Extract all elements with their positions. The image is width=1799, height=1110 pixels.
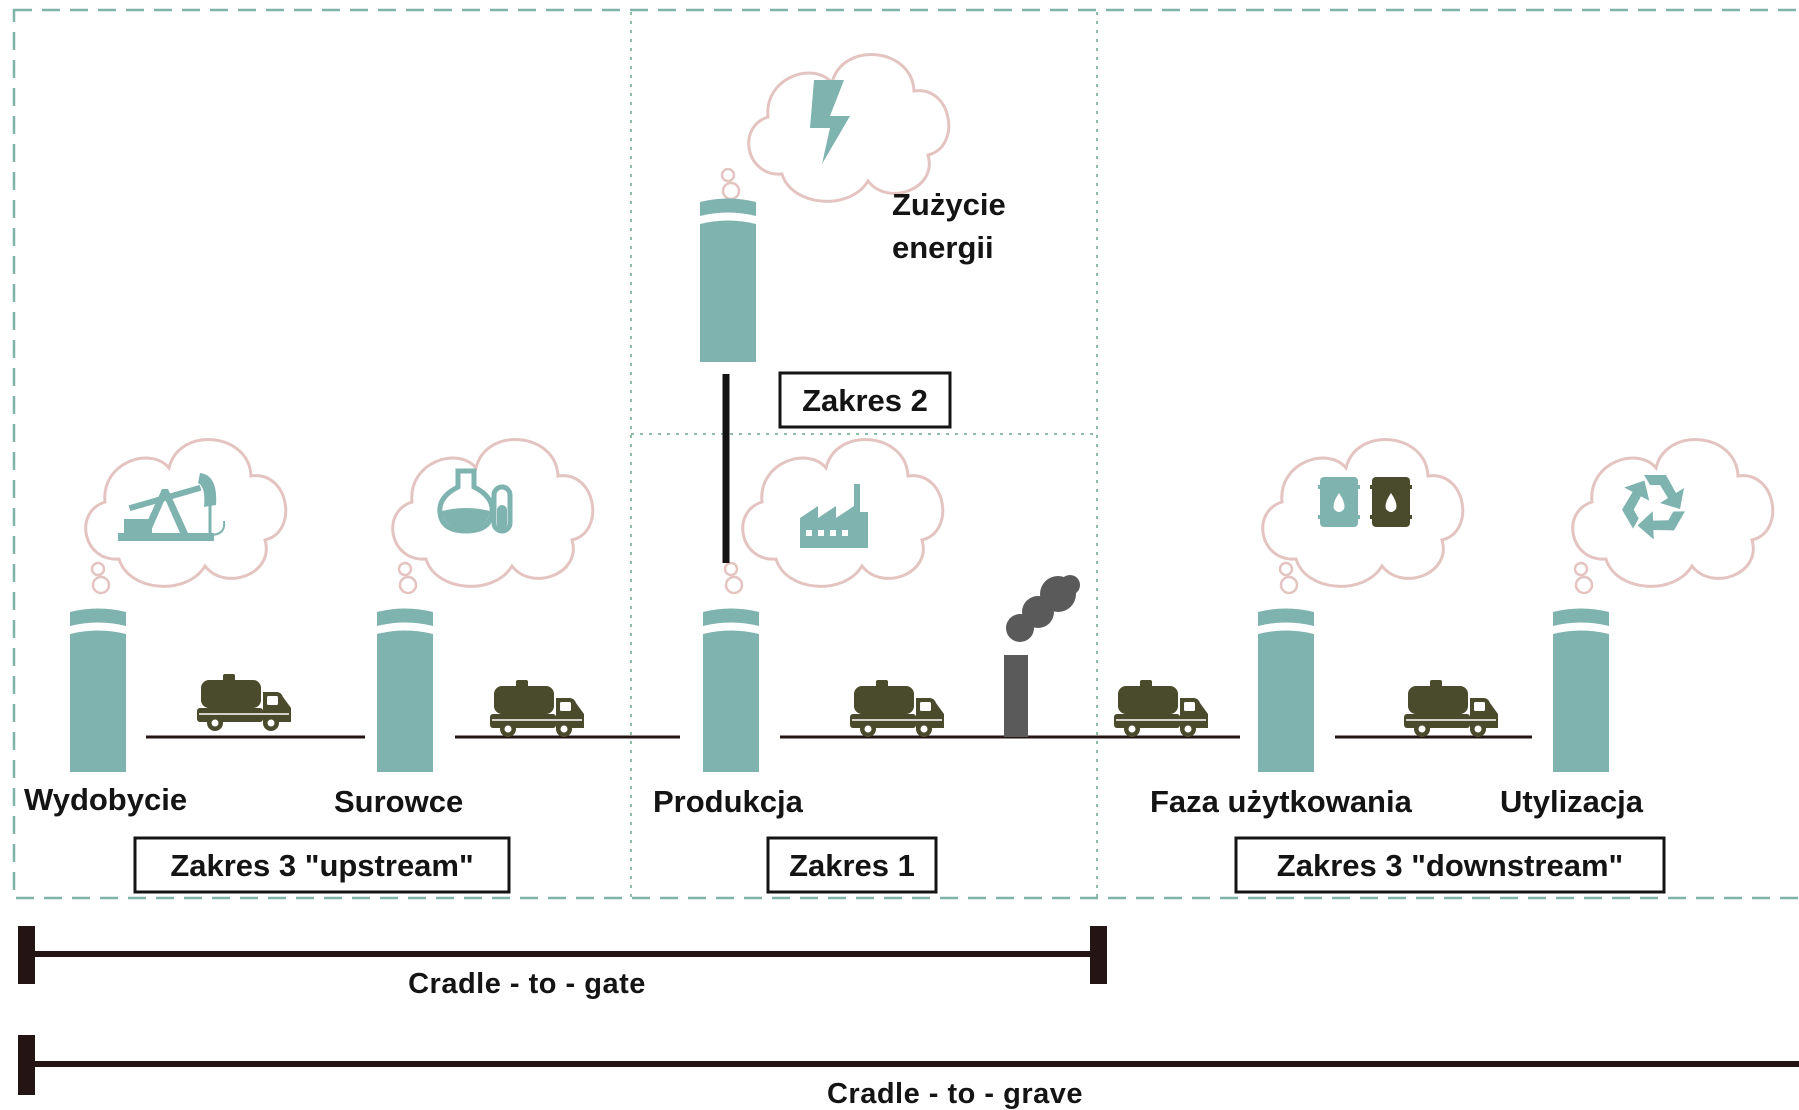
scope-upstream-box: Zakres 3 "upstream" <box>133 836 511 894</box>
stage-label-surowce: Surowce <box>334 784 463 819</box>
truck-icon <box>489 679 585 738</box>
scope-1-box: Zakres 1 <box>766 836 938 894</box>
scope-downstream-box: Zakres 3 "downstream" <box>1234 836 1666 894</box>
truck-icon <box>1403 679 1499 738</box>
stage-label-faza-uzytkowania: Faza użytkowania <box>1150 784 1413 819</box>
truck-icon <box>196 673 292 732</box>
stage-utylizacja <box>1553 438 1775 772</box>
scope-1-label: Zakres 1 <box>789 848 915 883</box>
oil-pump-icon <box>118 473 226 541</box>
stage-label-wydobycie: Wydobycie <box>24 782 187 817</box>
factory-icon <box>800 484 868 548</box>
stage-label-produkcja: Produkcja <box>653 784 804 819</box>
stage-surowce <box>377 438 595 772</box>
stage-wydobycie <box>70 438 288 772</box>
energy-consumption: Zużycie energii <box>700 53 1006 563</box>
truck-icon <box>849 679 945 738</box>
energy-label-line1: Zużycie <box>892 187 1006 222</box>
stage-labels: Wydobycie Surowce Produkcja Faza użytkow… <box>24 782 1644 819</box>
cradle-to-grave-label: Cradle - to - grave <box>827 1078 1083 1110</box>
energy-label-line2: energii <box>892 230 994 265</box>
stage-produkcja <box>703 438 945 772</box>
lab-flask-icon <box>437 468 513 534</box>
cradle-to-gate-label: Cradle - to - gate <box>408 968 646 1000</box>
scope-2-box: Zakres 2 <box>778 371 952 429</box>
lightning-icon <box>810 80 850 164</box>
oil-barrels-icon <box>1318 477 1412 527</box>
truck-icon <box>1113 679 1209 738</box>
cradle-to-gate-span: Cradle - to - gate <box>18 926 1107 1000</box>
stage-label-utylizacja: Utylizacja <box>1500 784 1644 819</box>
outer-dashed-boundary <box>12 8 1799 900</box>
chimney-smoke-icon <box>1004 575 1080 737</box>
cradle-to-grave-span: Cradle - to - grave <box>18 1035 1799 1110</box>
stage-faza-uzytkowania <box>1258 438 1465 772</box>
scope-upstream-label: Zakres 3 "upstream" <box>170 848 473 883</box>
scope-boundaries <box>12 8 1799 900</box>
recycle-icon <box>1622 475 1685 540</box>
scope-2-label: Zakres 2 <box>802 383 928 418</box>
scope-downstream-label: Zakres 3 "downstream" <box>1277 848 1623 883</box>
